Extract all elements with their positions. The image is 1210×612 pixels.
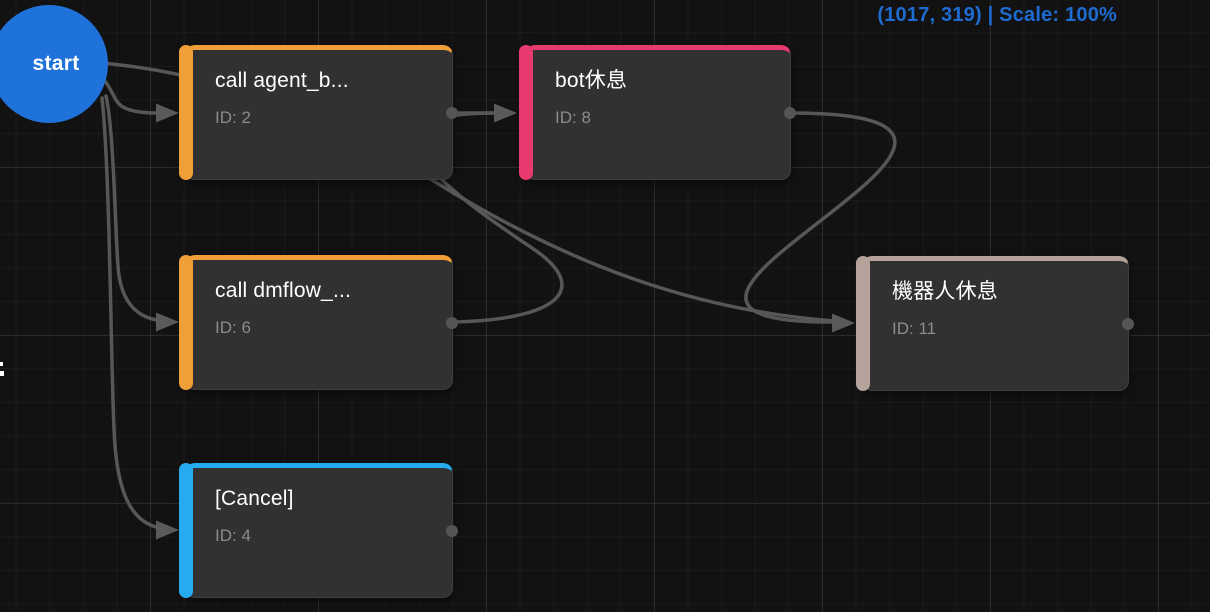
node-accent-bar bbox=[179, 463, 193, 598]
edge-start-to-node2[interactable] bbox=[92, 72, 159, 115]
node-accent-bar bbox=[519, 45, 533, 180]
node-output-port[interactable] bbox=[784, 107, 796, 119]
flow-node[interactable]: [Cancel] ID: 4 bbox=[179, 463, 458, 598]
node-id: ID: 2 bbox=[215, 108, 251, 127]
start-node[interactable]: start bbox=[0, 5, 108, 123]
node-id: ID: 8 bbox=[555, 108, 591, 127]
offscreen-node-text-fragment bbox=[0, 362, 3, 366]
arrowhead-node6-input bbox=[156, 312, 179, 332]
edge-start-to-node6[interactable] bbox=[104, 94, 159, 322]
node-body bbox=[862, 256, 1129, 391]
flow-node[interactable]: bot休息 ID: 8 bbox=[519, 45, 796, 180]
node-title: call dmflow_... bbox=[215, 279, 352, 302]
flow-node[interactable]: 機器人休息 ID: 11 bbox=[856, 256, 1134, 391]
node-body bbox=[185, 255, 453, 390]
node-body bbox=[185, 463, 453, 598]
node-output-port[interactable] bbox=[446, 317, 458, 329]
node-body bbox=[185, 45, 453, 180]
arrowhead-node8-input bbox=[494, 103, 517, 123]
node-output-port[interactable] bbox=[1122, 318, 1134, 330]
node-output-port[interactable] bbox=[446, 525, 458, 537]
node-accent-bar bbox=[179, 255, 193, 390]
flow-node[interactable]: call dmflow_... ID: 6 bbox=[179, 255, 458, 390]
node-title: call agent_b... bbox=[215, 69, 349, 92]
edge-start-to-node4[interactable] bbox=[100, 96, 158, 529]
node-body bbox=[525, 45, 791, 180]
node-id: ID: 6 bbox=[215, 318, 251, 337]
flow-node[interactable]: call agent_b... ID: 2 bbox=[179, 45, 458, 180]
node-accent-bar bbox=[179, 45, 193, 180]
arrowhead-node4-input bbox=[156, 520, 179, 540]
position-scale-indicator: (1017, 319) | Scale: 100% bbox=[877, 4, 1117, 26]
node-title: bot休息 bbox=[555, 69, 628, 92]
arrowhead-node11-input bbox=[832, 313, 855, 333]
edge-node8-to-node11[interactable] bbox=[744, 111, 897, 324]
node-output-port[interactable] bbox=[446, 107, 458, 119]
start-node-label: start bbox=[32, 52, 80, 75]
node-title: [Cancel] bbox=[215, 487, 294, 510]
node-title: 機器人休息 bbox=[892, 280, 998, 303]
offscreen-node-text-fragment bbox=[0, 371, 4, 376]
node-id: ID: 11 bbox=[892, 319, 937, 338]
node-accent-bar bbox=[856, 256, 870, 391]
node-id: ID: 4 bbox=[215, 526, 251, 545]
arrowhead-node2-input bbox=[156, 103, 179, 123]
